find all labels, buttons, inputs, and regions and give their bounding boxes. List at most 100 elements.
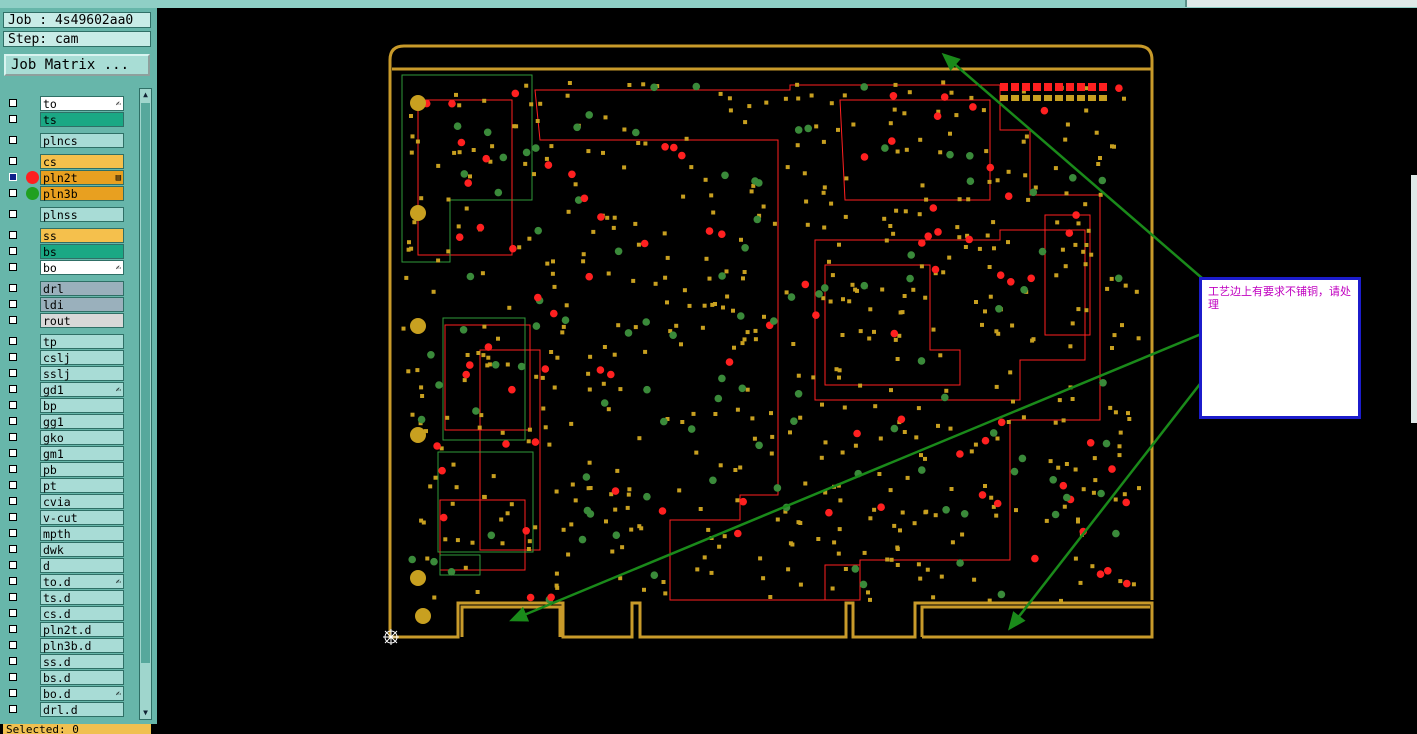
layer-row-sslj[interactable]: sslj bbox=[4, 366, 128, 381]
layer-name-plncs[interactable]: plncs bbox=[40, 133, 124, 148]
job-matrix-button[interactable]: Job Matrix ... bbox=[4, 54, 150, 76]
layer-name-bo.d[interactable]: bo.d✍ bbox=[40, 686, 124, 701]
layer-checkbox[interactable] bbox=[9, 705, 17, 713]
layer-checkbox[interactable] bbox=[9, 577, 17, 585]
layer-name-to.d[interactable]: to.d✍ bbox=[40, 574, 124, 589]
layer-row-dwk[interactable]: dwk bbox=[4, 542, 128, 557]
layer-name-bs.d[interactable]: bs.d bbox=[40, 670, 124, 685]
layer-name-bo[interactable]: bo✍ bbox=[40, 260, 124, 275]
layer-name-cslj[interactable]: cslj bbox=[40, 350, 124, 365]
layer-name-bs[interactable]: bs bbox=[40, 244, 124, 259]
layer-name-dwk[interactable]: dwk bbox=[40, 542, 124, 557]
layer-name-ts[interactable]: ts bbox=[40, 112, 124, 127]
layer-name-sslj[interactable]: sslj bbox=[40, 366, 124, 381]
layer-name-pln2t[interactable]: pln2t▤ bbox=[40, 170, 124, 185]
layer-row-drl[interactable]: drl bbox=[4, 281, 128, 296]
layer-checkbox[interactable] bbox=[9, 593, 17, 601]
layer-checkbox[interactable] bbox=[9, 173, 17, 181]
layer-checkbox[interactable] bbox=[9, 417, 17, 425]
layer-checkbox[interactable] bbox=[9, 316, 17, 324]
layer-checkbox[interactable] bbox=[9, 369, 17, 377]
layer-name-drl.d[interactable]: drl.d bbox=[40, 702, 124, 717]
layer-affected-dot-icon[interactable] bbox=[26, 171, 39, 184]
layer-checkbox[interactable] bbox=[9, 481, 17, 489]
layer-row-gd1[interactable]: gd1✍ bbox=[4, 382, 128, 397]
layer-name-gm1[interactable]: gm1 bbox=[40, 446, 124, 461]
layer-row-cs[interactable]: cs bbox=[4, 154, 128, 169]
layer-list-scrollbar[interactable]: ▲ ▼ bbox=[139, 88, 152, 720]
layer-name-rout[interactable]: rout bbox=[40, 313, 124, 328]
layer-name-gko[interactable]: gko bbox=[40, 430, 124, 445]
layer-name-cs.d[interactable]: cs.d bbox=[40, 606, 124, 621]
layer-name-cs[interactable]: cs bbox=[40, 154, 124, 169]
layer-row-pt[interactable]: pt bbox=[4, 478, 128, 493]
layer-name-mpth[interactable]: mpth bbox=[40, 526, 124, 541]
layer-name-tp[interactable]: tp bbox=[40, 334, 124, 349]
layer-name-gd1[interactable]: gd1✍ bbox=[40, 382, 124, 397]
layer-checkbox[interactable] bbox=[9, 247, 17, 255]
layer-row-gg1[interactable]: gg1 bbox=[4, 414, 128, 429]
layer-checkbox[interactable] bbox=[9, 115, 17, 123]
layer-row-rout[interactable]: rout bbox=[4, 313, 128, 328]
layer-name-pln2t.d[interactable]: pln2t.d bbox=[40, 622, 124, 637]
layer-checkbox[interactable] bbox=[9, 609, 17, 617]
layer-row-ss.d[interactable]: ss.d bbox=[4, 654, 128, 669]
layer-row-cslj[interactable]: cslj bbox=[4, 350, 128, 365]
layer-checkbox[interactable] bbox=[9, 353, 17, 361]
layer-checkbox[interactable] bbox=[9, 561, 17, 569]
layer-checkbox[interactable] bbox=[9, 300, 17, 308]
layer-name-ldi[interactable]: ldi bbox=[40, 297, 124, 312]
layer-row-pln2t[interactable]: pln2t▤ bbox=[4, 170, 128, 185]
layer-checkbox[interactable] bbox=[9, 625, 17, 633]
layer-row-ts[interactable]: ts bbox=[4, 112, 128, 127]
layer-name-gg1[interactable]: gg1 bbox=[40, 414, 124, 429]
layer-row-bs[interactable]: bs bbox=[4, 244, 128, 259]
layer-checkbox[interactable] bbox=[9, 433, 17, 441]
layer-row-bs.d[interactable]: bs.d bbox=[4, 670, 128, 685]
layer-name-drl[interactable]: drl bbox=[40, 281, 124, 296]
layer-row-bo.d[interactable]: bo.d✍ bbox=[4, 686, 128, 701]
layer-name-pb[interactable]: pb bbox=[40, 462, 124, 477]
layer-row-gko[interactable]: gko bbox=[4, 430, 128, 445]
layer-row-ldi[interactable]: ldi bbox=[4, 297, 128, 312]
layer-checkbox[interactable] bbox=[9, 337, 17, 345]
layer-row-ts.d[interactable]: ts.d bbox=[4, 590, 128, 605]
layer-name-pln3b.d[interactable]: pln3b.d bbox=[40, 638, 124, 653]
layer-row-plncs[interactable]: plncs bbox=[4, 133, 128, 148]
layer-name-ts.d[interactable]: ts.d bbox=[40, 590, 124, 605]
layer-name-bp[interactable]: bp bbox=[40, 398, 124, 413]
layer-name-pt[interactable]: pt bbox=[40, 478, 124, 493]
layer-checkbox[interactable] bbox=[9, 99, 17, 107]
layer-name-ss[interactable]: ss bbox=[40, 228, 124, 243]
layer-row-bp[interactable]: bp bbox=[4, 398, 128, 413]
layer-name-cvia[interactable]: cvia bbox=[40, 494, 124, 509]
layer-name-plnss[interactable]: plnss bbox=[40, 207, 124, 222]
layer-checkbox[interactable] bbox=[9, 497, 17, 505]
layer-row-pln2t.d[interactable]: pln2t.d bbox=[4, 622, 128, 637]
layer-name-ss.d[interactable]: ss.d bbox=[40, 654, 124, 669]
layer-checkbox[interactable] bbox=[9, 210, 17, 218]
layer-checkbox[interactable] bbox=[9, 284, 17, 292]
scroll-thumb[interactable] bbox=[141, 103, 150, 663]
layer-affected-dot-icon[interactable] bbox=[26, 187, 39, 200]
layer-row-v-cut[interactable]: v-cut bbox=[4, 510, 128, 525]
layer-name-pln3b[interactable]: pln3b bbox=[40, 186, 124, 201]
layer-row-pln3b[interactable]: pln3b bbox=[4, 186, 128, 201]
layer-checkbox[interactable] bbox=[9, 401, 17, 409]
layer-checkbox[interactable] bbox=[9, 673, 17, 681]
layer-checkbox[interactable] bbox=[9, 231, 17, 239]
layer-checkbox[interactable] bbox=[9, 465, 17, 473]
layer-row-mpth[interactable]: mpth bbox=[4, 526, 128, 541]
layer-checkbox[interactable] bbox=[9, 513, 17, 521]
layer-name-d[interactable]: d bbox=[40, 558, 124, 573]
layer-name-to[interactable]: to✍ bbox=[40, 96, 124, 111]
scroll-down-icon[interactable]: ▼ bbox=[143, 708, 148, 717]
layer-checkbox[interactable] bbox=[9, 545, 17, 553]
layer-checkbox[interactable] bbox=[9, 263, 17, 271]
layer-checkbox[interactable] bbox=[9, 136, 17, 144]
layer-row-tp[interactable]: tp bbox=[4, 334, 128, 349]
layer-checkbox[interactable] bbox=[9, 157, 17, 165]
layer-row-ss[interactable]: ss bbox=[4, 228, 128, 243]
layer-checkbox[interactable] bbox=[9, 657, 17, 665]
layer-checkbox[interactable] bbox=[9, 449, 17, 457]
